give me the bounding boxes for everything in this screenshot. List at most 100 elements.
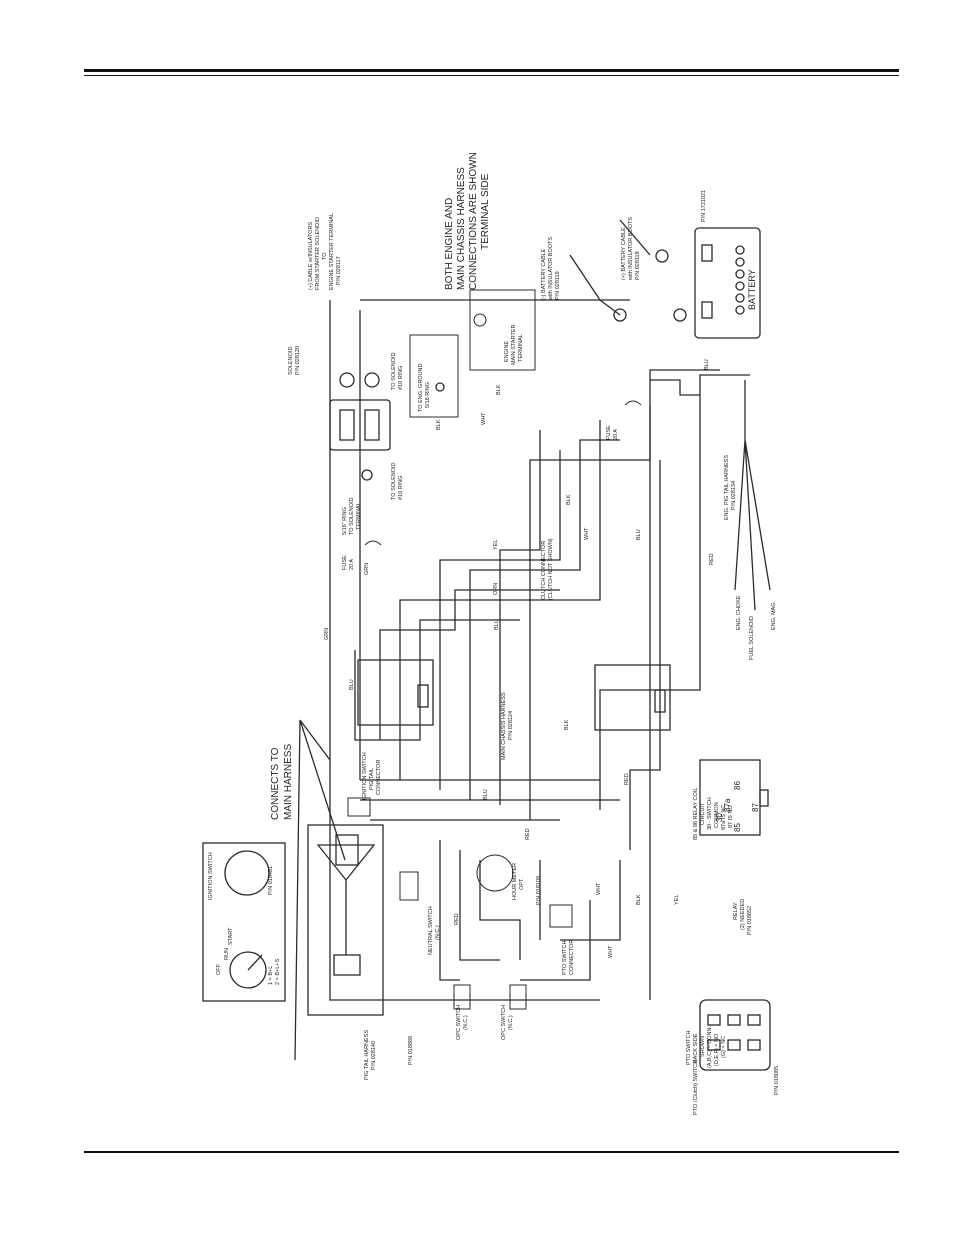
note-line-4: TERMINAL SIDE [480,173,491,250]
opc-switch-1: OPC SWITCH [501,1005,507,1040]
relay-note-4: COMMON [714,802,720,828]
tag-grn-1: GRN [324,628,330,640]
hour-meter-2: OPT. [519,877,525,890]
solenoid [329,372,445,481]
connects-to-1: CONNECTS TO [270,747,281,820]
tag-yel-1: YEL [493,540,499,550]
blu-wire-1 [354,619,520,741]
ops-switch-1: OPC SWITCH [456,1005,462,1040]
cable-starter-4: ENGINE STARTER TERMINAL [329,213,335,290]
pto-switch-2: BACK SIDE [693,1033,699,1063]
engine-starter-3: TERMINAL [518,334,524,362]
ign-start: START [228,927,234,945]
opc-switch [509,984,527,1010]
ign-off: OFF [216,963,222,975]
hour-meter [476,854,514,892]
tag-blu-3: BLU [483,789,489,800]
pos-cable-2: with INSULATOR BOOTS [628,217,634,281]
ignition-pigtail-connector [347,797,371,817]
tag-red-1: RED [624,773,630,785]
fuse-left-2: 20 A [349,559,355,570]
relay-note-5: 87a IS NC [721,805,727,830]
ign-run: RUN [224,948,230,960]
tag-blk-1: BLK [566,494,572,505]
neutral-switch [399,871,419,901]
pigtail-harness [307,824,384,1016]
eng-ground-box [409,334,459,418]
clutch-1: CLUTCH CONNECTOR [541,541,547,600]
pin-85: 85 [733,823,742,832]
neutral-1: NEUTRAL SWITCH [428,906,434,955]
note-line-3: CONNECTIONS ARE SHOWN [468,152,479,290]
tag-blu-4: BLU [636,529,642,540]
tag-wht-1: WHT [584,527,590,540]
pin-87: 87 [751,803,760,812]
tag-yel-2: YEL [674,895,680,905]
ign-pigtail-1: IGNITION SWITCH [362,752,368,800]
ignition-switch-box [202,842,286,1002]
cable-starter-5: P/N 028117 [336,256,342,285]
pto-switch-6: (G) = NC [721,1036,727,1058]
ign-pn: P/N 018481 [268,866,274,895]
tag-red-4: RED [525,828,531,840]
cable-starter-2: FROM STARTER SOLENOID [315,217,321,290]
tag-red-3: RED [454,913,460,925]
relay-note-3: 30 - SWITCH [707,797,713,830]
pto-switch-3: SHOWN [700,1036,706,1057]
eng-ground-1: TO ENG. GROUND [418,363,424,412]
ignition-switch-label: IGNITION SWITCH [208,852,214,900]
engine-starter-1: ENGINE [504,341,510,362]
pto-switch-5: (D,E,F) = NO [714,1033,720,1066]
switch-pn: P/N 018888 [408,1036,414,1065]
fuse-right [624,400,642,406]
pto-connector-1: PTO SWITCH [562,941,568,975]
ign-pos1: 1 = B+L [268,966,274,985]
pigtail-harness-1: PIG TAIL HARNESS [364,1030,370,1080]
cable-starter-1: (+) CABLE w/INSULATORS [308,222,314,290]
wht-wire-run [469,439,620,800]
pin-86: 86 [733,781,742,790]
clutch-2: (CLUTCH NOT SHOWN) [548,538,554,600]
engine-starter-2: MAIN STARTER [511,325,517,365]
header-rule-thin [84,75,899,76]
pigtail-branches [734,439,771,611]
pto-clutch-pn: P/N 018085 [774,1066,780,1095]
note-line-1: BOTH ENGINE AND [444,198,455,290]
tag-wht-2: WHT [481,412,487,425]
eng-pigtail-2: P/N 028134 [731,481,737,510]
relay-detail [699,759,769,836]
relay-right [594,664,671,731]
footer-rule [84,1151,899,1153]
battery-pn: P/N 1721021 [701,190,707,222]
tag-blk-2: BLK [436,419,442,430]
battery [613,227,761,339]
yel-wire-long [649,369,720,1000]
fuse-left-1: FUSE [342,555,348,570]
relay-1: RELAY [733,902,739,920]
grn-wire-left [329,300,600,1001]
tag-blu-2: BLU [494,619,500,630]
relay-note-1: 85 & 86 RELAY COIL [693,788,699,840]
ops-switch [453,984,471,1010]
red-wire-ops [439,840,460,981]
relay-left [357,659,434,726]
tag-blu-1: BLU [349,679,355,690]
eng-pigtail-1: ENG. PIG TAIL HARNESS [724,455,730,520]
engine-starter-box [469,289,536,371]
connects-to-2: MAIN HARNESS [283,744,294,820]
tag-blk-4: BLK [564,719,570,730]
relay-2: (2) NEEDED [740,899,746,930]
eng-mag-label: ENG. MAG. [771,600,777,630]
ring516-3: TERMINAL [356,502,362,530]
relay-note-6: 87 IS NO [728,805,734,828]
tag-red-2: RED [709,553,715,565]
battery-label: BATTERY [747,269,757,310]
pto-connector [549,904,573,928]
choke-label: ENG. CHOKE [736,595,742,630]
blk-wire-ops [459,850,500,961]
wires [294,219,771,1061]
pto-connector-2: CONNECTOR [569,940,575,975]
tag-blk-3: BLK [496,384,502,395]
ops-switch-2: (N.C.) [463,1015,469,1030]
